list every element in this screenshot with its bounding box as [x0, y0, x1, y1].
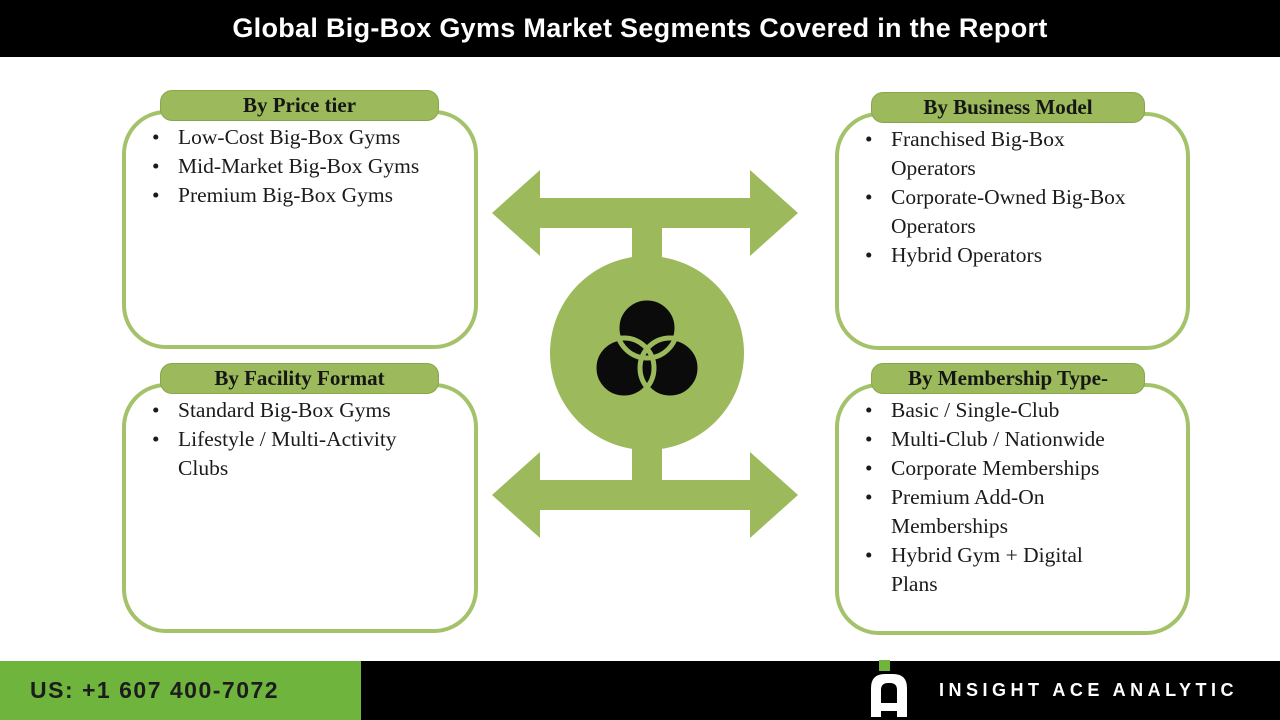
segment-list-membership-type: Basic / Single-ClubMulti-Club / Nationwi…	[859, 396, 1178, 599]
brand-name: INSIGHT ACE ANALYTIC	[938, 680, 1238, 700]
connector-bottom	[632, 448, 662, 484]
list-item: Corporate Memberships	[859, 454, 1178, 483]
segment-box-membership-type: By Membership Type- Basic / Single-ClubM…	[835, 363, 1190, 635]
segment-list-business-model: Franchised Big-BoxOperatorsCorporate-Own…	[859, 125, 1178, 270]
connector-top	[632, 225, 662, 261]
footer-bar: US: +1 607 400-7072 INSIGHT ACE ANALYTIC	[0, 660, 1280, 720]
list-item: Low-Cost Big-Box Gyms	[146, 123, 466, 152]
list-item: Premium Big-Box Gyms	[146, 181, 466, 210]
segment-tab-price-tier: By Price tier	[160, 90, 439, 121]
brand-block: INSIGHT ACE ANALYTIC	[869, 660, 1238, 720]
segment-list-price-tier: Low-Cost Big-Box GymsMid-Market Big-Box …	[146, 123, 466, 210]
center-connector-graphic	[492, 170, 798, 538]
list-item: Hybrid Operators	[859, 241, 1178, 270]
segment-tab-facility-format: By Facility Format	[160, 363, 439, 394]
segment-tab-business-model: By Business Model	[871, 92, 1145, 123]
title-bar: Global Big-Box Gyms Market Segments Cove…	[0, 0, 1280, 57]
phone-number: US: +1 607 400-7072	[30, 677, 280, 703]
segment-tab-membership-type: By Membership Type-	[871, 363, 1145, 394]
list-item: Standard Big-Box Gyms	[146, 396, 466, 425]
list-item: Mid-Market Big-Box Gyms	[146, 152, 466, 181]
segment-box-facility-format: By Facility Format Standard Big-Box Gyms…	[122, 363, 478, 633]
double-arrow-bottom	[492, 452, 798, 538]
venn-three-circles-icon	[591, 295, 703, 401]
list-item: Basic / Single-Club	[859, 396, 1178, 425]
page-title: Global Big-Box Gyms Market Segments Cove…	[232, 13, 1048, 43]
list-item: Multi-Club / Nationwide	[859, 425, 1178, 454]
double-arrow-top	[492, 170, 798, 256]
insight-ace-logo-icon	[870, 660, 907, 717]
phone-box: US: +1 607 400-7072	[0, 661, 361, 720]
segment-box-business-model: By Business Model Franchised Big-BoxOper…	[835, 92, 1190, 350]
segment-list-facility-format: Standard Big-Box GymsLifestyle / Multi-A…	[146, 396, 466, 483]
segment-box-price-tier: By Price tier Low-Cost Big-Box GymsMid-M…	[122, 90, 478, 349]
